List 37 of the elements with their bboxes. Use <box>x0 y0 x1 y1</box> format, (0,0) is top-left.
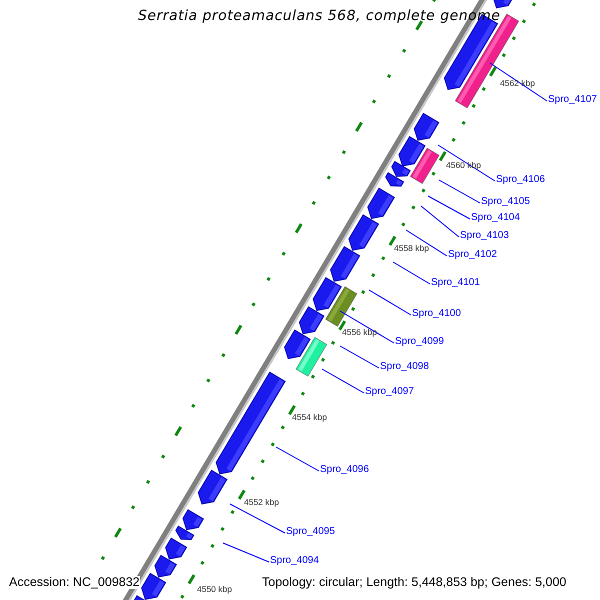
leader-line <box>428 196 470 220</box>
leader-line <box>438 144 496 182</box>
gene-label: Spro_4100 <box>412 309 461 319</box>
tick-label: 4562 kbp <box>500 79 535 88</box>
title: Serratia proteamaculans 568, complete genome <box>138 9 500 23</box>
gene-label: Spro_4094 <box>270 556 319 566</box>
gene-label: Spro_4103 <box>460 231 509 241</box>
leader-line <box>230 504 286 534</box>
gene-label: Spro_4095 <box>286 527 335 537</box>
tick-label: 4552 kbp <box>244 498 279 506</box>
tick-label: 4550 kbp <box>197 585 232 594</box>
gene-label: Spro_4104 <box>471 213 520 223</box>
leader-line <box>368 290 412 316</box>
tick-label: 4556 kbp <box>342 328 377 336</box>
leader-line <box>490 62 548 102</box>
gene-label: Spro_4106 <box>496 175 545 185</box>
leader-line <box>420 206 460 238</box>
leader-line <box>276 446 320 472</box>
tick-label: 4558 kbp <box>394 244 429 252</box>
leader-line <box>340 346 380 368</box>
gene-label: Spro_4101 <box>431 278 480 288</box>
leader-line <box>322 368 364 394</box>
leader-line <box>438 180 480 204</box>
leader-line <box>392 262 430 284</box>
leader-line <box>340 310 394 344</box>
leader-line <box>222 542 270 562</box>
accession-text: Accession: NC_009832 <box>9 576 140 588</box>
tick-label: 4554 kbp <box>292 413 327 422</box>
gene-label: Spro_4099 <box>395 337 444 347</box>
gene-label: Spro_4098 <box>380 362 429 372</box>
gene-label: Spro_4102 <box>448 250 497 260</box>
gene-label: Spro_4096 <box>320 465 369 475</box>
genome-info-text: Topology: circular; Length: 5,448,853 bp; Genes: 5,000 <box>262 576 566 588</box>
gene-label: Spro_4097 <box>365 387 414 397</box>
gene-label: Spro_4105 <box>481 197 530 207</box>
gene-label: Spro_4107 <box>548 95 597 105</box>
leader-line <box>406 230 448 256</box>
